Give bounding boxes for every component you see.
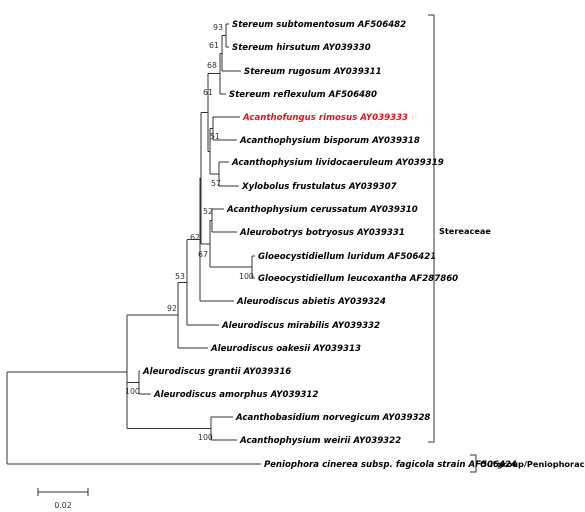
- support-value: 68: [207, 61, 217, 70]
- taxon-label: Acanthophysium cerussatum AY039310: [226, 205, 418, 215]
- outgroup-bracket: [470, 454, 477, 473]
- stereaceae-bracket: [428, 14, 435, 443]
- support-value: 62: [190, 233, 200, 242]
- taxon-label: Acanthofungus rimosus AY039333: [242, 113, 408, 123]
- scale-bar-label: 0.02: [54, 501, 71, 510]
- support-value: 93: [213, 23, 223, 32]
- support-value: 100: [239, 272, 254, 281]
- support-value: 52: [203, 207, 213, 216]
- support-value: 92: [167, 304, 177, 313]
- taxon-label: Stereum subtomentosum AF506482: [232, 20, 406, 30]
- taxon-label: Xylobolus frustulatus AY039307: [241, 182, 397, 192]
- taxon-label: Stereum rugosum AY039311: [244, 67, 382, 77]
- taxon-label: Peniophora cinerea subsp. fagicola strai…: [264, 460, 517, 470]
- taxon-label: Acanthophysium bisporum AY039318: [239, 136, 420, 146]
- taxon-label: Aleurodiscus amorphus AY039312: [153, 390, 318, 400]
- support-value: 61: [209, 41, 219, 50]
- support-value: 100: [125, 387, 140, 396]
- support-value: 61: [203, 88, 213, 97]
- taxon-label: Acanthophysium weirii AY039322: [239, 436, 401, 446]
- taxon-label: Stereum reflexulum AF506480: [229, 90, 377, 100]
- taxon-label: Gloeocystidiellum leucoxantha AF287860: [258, 274, 458, 284]
- taxon-label: Acanthophysium lividocaeruleum AY039319: [231, 158, 444, 168]
- clade-label: Outgroup/Peniophoraceae: [480, 459, 585, 469]
- support-value: 51: [210, 132, 220, 141]
- scale-bar: 0.02: [37, 488, 89, 510]
- clade-label: Stereaceae: [439, 226, 491, 236]
- taxon-label: Aleurodiscus oakesii AY039313: [210, 344, 361, 354]
- support-value: 53: [175, 272, 185, 281]
- support-value: 67: [198, 250, 208, 259]
- tree-branches: [6, 23, 261, 465]
- taxon-label: Aleurobotrys botryosus AY039331: [239, 228, 405, 238]
- support-value: 100: [198, 433, 213, 442]
- taxon-label: Acanthobasidium norvegicum AY039328: [235, 413, 430, 423]
- taxon-label: Aleurodiscus abietis AY039324: [236, 297, 386, 307]
- taxon-label: Aleurodiscus grantii AY039316: [142, 367, 291, 377]
- taxon-label: Aleurodiscus mirabilis AY039332: [221, 321, 380, 331]
- support-value: 57: [211, 179, 221, 188]
- taxon-label: Gloeocystidiellum luridum AF506421: [258, 252, 436, 262]
- support-values: 93 61 68 61 51 57 52 67 100 62 53 92 100 100: [125, 23, 254, 442]
- taxon-label: Stereum hirsutum AY039330: [232, 43, 371, 53]
